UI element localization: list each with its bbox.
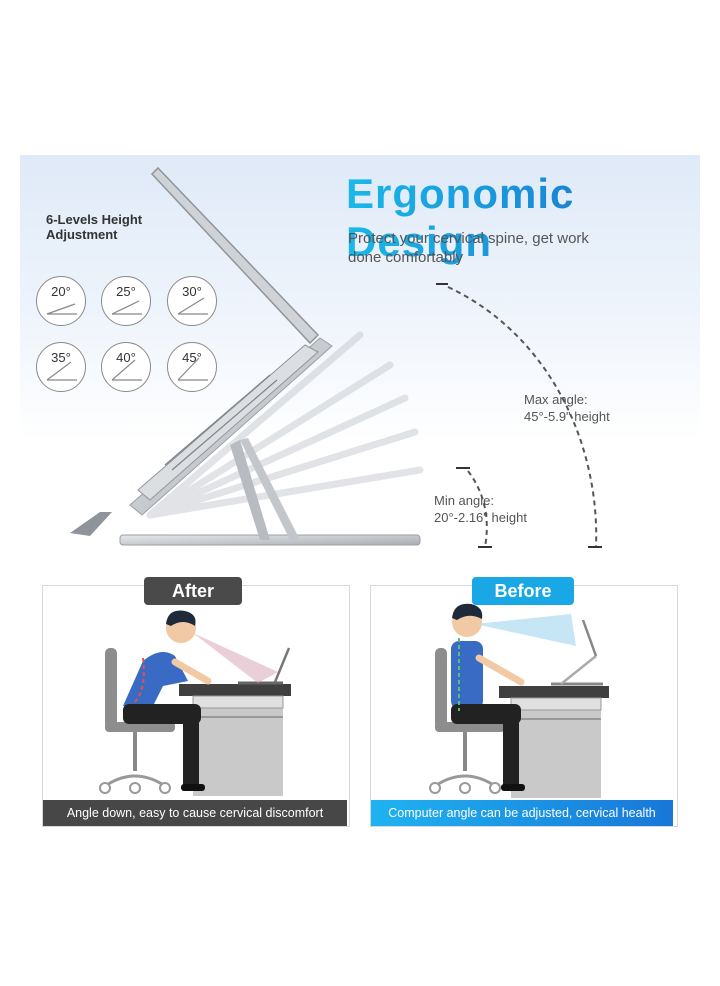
angle-badge-35: 35° bbox=[36, 342, 86, 392]
levels-title: 6-Levels Height Adjustment bbox=[46, 212, 143, 242]
angle-badge-45: 45° bbox=[167, 342, 217, 392]
height-dimension-lines bbox=[436, 283, 602, 548]
after-tag: After bbox=[144, 577, 242, 605]
before-panel bbox=[370, 585, 678, 827]
before-tag: Before bbox=[472, 577, 574, 605]
after-panel bbox=[42, 585, 350, 827]
before-caption: Computer angle can be adjusted, cervical… bbox=[371, 800, 673, 826]
laptop-stand-illustration bbox=[70, 166, 424, 546]
angle-badge-20: 20° bbox=[36, 276, 86, 326]
angle-gauge-icon bbox=[46, 303, 77, 315]
seated-person-illustration bbox=[429, 603, 609, 798]
subtitle: Protect your cervical spine, get work do… bbox=[348, 230, 589, 266]
angle-gauge-icon bbox=[111, 359, 142, 381]
angle-badge-40: 40° bbox=[101, 342, 151, 392]
angle-gauge-icon bbox=[177, 297, 208, 315]
angle-gauge-icon bbox=[46, 361, 77, 381]
angle-gauge-icon bbox=[111, 300, 142, 315]
page-title: Ergonomic Design bbox=[346, 170, 720, 266]
max-angle-label: Max angle: 45°-5.9" height bbox=[524, 392, 610, 424]
seated-person-illustration bbox=[99, 610, 291, 796]
angle-badge-30: 30° bbox=[167, 276, 217, 326]
angle-badge-25: 25° bbox=[101, 276, 151, 326]
angle-gauge-icon bbox=[177, 357, 208, 381]
min-angle-label: Min angle: 20°-2.16" height bbox=[434, 493, 527, 525]
after-caption: Angle down, easy to cause cervical disco… bbox=[43, 800, 347, 826]
